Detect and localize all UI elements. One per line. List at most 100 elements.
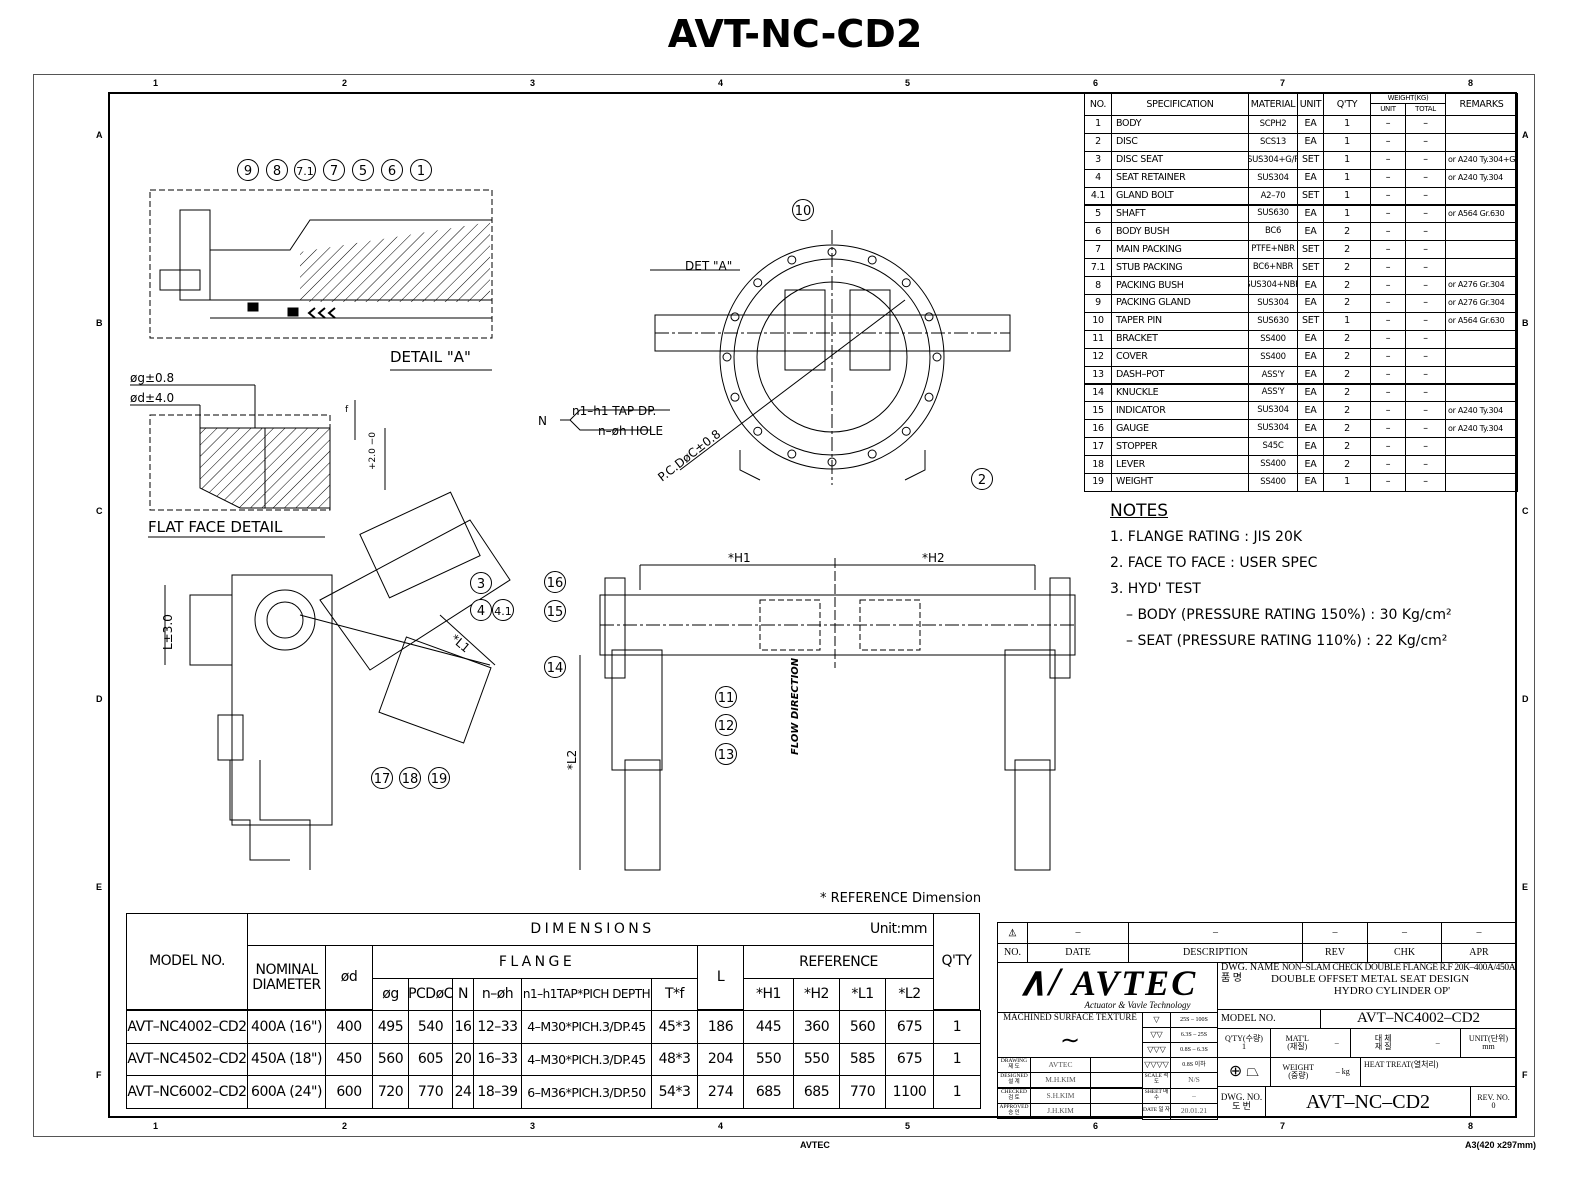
parts-cell [1445,222,1518,242]
parts-cell: 16 [1084,419,1112,439]
page-title: AVT-NC-CD2 [667,12,923,56]
dim-cell: 560 [372,1042,409,1077]
parts-cell: – [1370,401,1406,421]
parts-cell: 1 [1323,150,1371,170]
parts-cell: – [1405,401,1446,421]
surface-texture: MACHINED SURFACE TEXTURE∼ [997,1012,1143,1058]
zone-row-label: F [96,1070,102,1080]
dim-cell: 1 [933,1042,981,1077]
parts-cell: EA [1297,347,1324,367]
parts-cell: – [1370,347,1406,367]
dim-cell: 1 [933,1010,981,1044]
parts-cell: COVER [1111,347,1249,367]
parts-cell: SUS304 [1248,294,1298,313]
parts-cell: – [1405,258,1446,278]
parts-cell: BC6 [1248,222,1298,242]
parts-cell: 2 [1323,401,1371,421]
parts-cell: PACKING GLAND [1111,294,1249,313]
dim-cell: 400 [325,1010,373,1044]
parts-cell: INDICATOR [1111,401,1249,421]
parts-cell: EA [1297,419,1324,439]
parts-cell: 2 [1323,365,1371,385]
bolt-hole [932,352,942,362]
parts-cell: S45C [1248,437,1298,457]
balloon-5: 5 [352,159,374,181]
balloon-10: 10 [792,199,814,221]
front-view [560,230,1011,485]
parts-cell: SET [1297,150,1324,170]
parts-cell: SS400 [1248,473,1298,492]
parts-cell: – [1370,276,1406,295]
dim-cell: 585 [839,1042,886,1077]
dwg-no-value: AVT–NC–CD2 [1265,1086,1471,1118]
parts-cell: – [1405,150,1446,170]
balloon-number: 12 [718,719,735,734]
parts-header-material: MATERIAL [1248,93,1298,116]
g-tolerance: øg±0.8 [130,371,174,385]
hdr-model: MODEL NO. [126,913,248,1010]
drawing-name: DWG. NAME NON–SLAM CHECK DOUBLE FLANGE R… [1217,962,1517,1010]
parts-cell: – [1370,329,1406,349]
dim-cell: 540 [408,1010,453,1044]
zone-col-label: 6 [1093,78,1099,88]
dim-cell: 600A (24") [247,1075,326,1110]
hdr-qty: Q'TY [933,913,980,1010]
parts-cell: SHAFT [1111,204,1249,224]
dim-cell: 48*3 [651,1042,698,1077]
parts-cell: – [1405,473,1446,492]
hdr-no: NO. [997,943,1028,963]
h1-label: *H1 [728,551,751,565]
parts-cell: 1 [1323,311,1371,331]
note-3-body: – BODY (PRESSURE RATING 150%) : 30 Kg/cm… [1126,607,1452,623]
dim-cell: 600 [325,1075,373,1110]
parts-cell: – [1405,222,1446,242]
balloon-19: 19 [428,767,450,789]
dim-cell: AVT–NC6002–CD2 [126,1075,248,1110]
balloon-number: 7.1 [296,165,314,178]
bolt-hole [787,255,797,265]
piping-side-view [579,558,1076,871]
parts-cell: STUB PACKING [1111,258,1249,278]
blank-cell [1090,1072,1143,1089]
balloon-number: 16 [547,576,564,591]
parts-cell [1445,365,1518,385]
hdr-rev: REV [1302,943,1368,963]
bolt-hole [753,278,763,288]
projection-symbol-icon: ⊕ ⏢ [1217,1057,1271,1087]
parts-header-unit: UNIT [1297,93,1324,116]
parts-cell [1445,115,1518,134]
zone-row-label: A [1522,130,1529,140]
parts-cell: EA [1297,294,1324,313]
h2-label: *H2 [922,551,945,565]
dimensions-title: D I M E N S I O N S [530,921,651,938]
dim-subheader: n–øh [473,978,522,1011]
bolt-hole [901,278,911,288]
parts-cell: ASS'Y [1248,365,1298,385]
parts-cell: – [1370,186,1406,206]
lever-side-view [164,491,511,870]
dim-ref-subheader: *L1 [839,978,886,1011]
parts-cell: PTFE+NBR [1248,240,1298,260]
parts-cell: 1 [1323,115,1371,134]
revision-triangle-icon: △1 [997,922,1028,944]
parts-header-no: NO. [1084,93,1112,116]
parts-cell: – [1405,383,1446,403]
balloon-number: 5 [359,164,367,179]
rev-no: REV. NO.0 [1470,1086,1517,1118]
parts-header-qty: Q'TY [1323,93,1371,116]
avtec-logo: ∧/ AVTEC Actuator & Vavle Technology [997,962,1218,1013]
parts-cell: SET [1297,240,1324,260]
role-label: DRAWING 제 도 [997,1057,1031,1073]
dim-cell: 685 [743,1075,794,1110]
parts-cell: 18 [1084,455,1112,474]
surface-symbol-icon: ▽▽▽ [1142,1042,1171,1058]
parts-cell [1445,383,1518,403]
dim-ref-subheader: *H1 [743,978,794,1011]
parts-cell: or A564 Gr.630 [1445,311,1518,331]
parts-cell: 11 [1084,329,1112,349]
parts-cell: LEVER [1111,455,1249,474]
parts-cell: 7 [1084,240,1112,260]
bolt-hole [753,426,763,436]
parts-cell [1445,329,1518,349]
parts-cell: BODY BUSH [1111,222,1249,242]
